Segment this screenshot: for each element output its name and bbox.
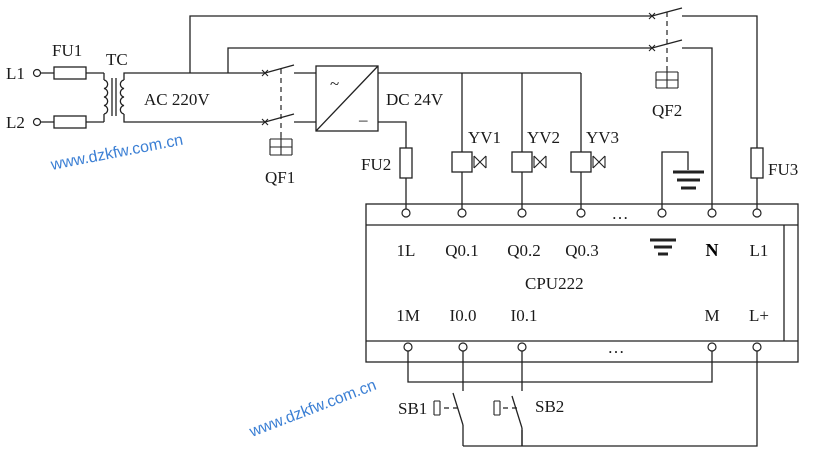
valve-yv2 — [511, 73, 547, 209]
fuse-fu1-b — [53, 115, 87, 129]
plc-model-label: CPU222 — [525, 274, 584, 293]
plc-bottom-terminals — [403, 342, 762, 352]
fuse-fu1-a — [53, 66, 87, 80]
label-ac-220v: AC 220V — [144, 90, 210, 109]
terminal-label-q0-2: Q0.2 — [507, 241, 541, 260]
label-yv3: YV3 — [586, 128, 619, 147]
label-qf2: QF2 — [652, 101, 682, 120]
bus-wire-upper — [189, 15, 652, 73]
dc-negative-wire — [378, 121, 407, 148]
breaker-qf1 — [261, 64, 316, 156]
label-sb1: SB1 — [398, 399, 427, 418]
fuse-fu3 — [750, 147, 764, 179]
terminal-label-1m: 1M — [396, 306, 420, 325]
valve-yv3 — [570, 73, 606, 209]
terminal-label-m: M — [704, 306, 719, 325]
wire-lplus-common — [463, 351, 758, 447]
wire-1m-to-m — [407, 351, 713, 383]
label-l2: L2 — [6, 113, 25, 132]
terminal-l1 — [32, 68, 42, 78]
label-yv2: YV2 — [527, 128, 560, 147]
terminal-label-l1: L1 — [750, 241, 769, 260]
bus-wire-lower — [227, 47, 652, 73]
label-fu3: FU3 — [768, 160, 798, 179]
pushbutton-sb1 — [433, 351, 464, 446]
terminal-label-n: N — [706, 240, 719, 260]
terminal-l2 — [32, 117, 42, 127]
power-supply-acdc: ~ – — [315, 65, 379, 132]
terminal-label-q0-3: Q0.3 — [565, 241, 599, 260]
plc-cpu222 — [365, 203, 799, 363]
label-fu1: FU1 — [52, 41, 82, 60]
psu-ac-symbol: ~ — [330, 74, 339, 93]
label-qf1: QF1 — [265, 168, 295, 187]
label-tc: TC — [106, 50, 128, 69]
breaker-qf2 — [648, 7, 758, 209]
terminal-label-ellipsis-top: … — [612, 204, 629, 223]
ground-icon — [661, 151, 704, 209]
label-yv1: YV1 — [468, 128, 501, 147]
terminal-label-i0-0: I0.0 — [450, 306, 477, 325]
pushbutton-sb2 — [493, 351, 523, 446]
transformer-tc — [103, 72, 265, 123]
label-sb2: SB2 — [535, 397, 564, 416]
plc-top-terminals — [401, 208, 762, 218]
watermark-top: www.dzkfw.com.cn — [49, 132, 185, 174]
fuse-fu2 — [399, 147, 413, 179]
terminal-label-q0-1: Q0.1 — [445, 241, 479, 260]
psu-dc-symbol: – — [358, 110, 368, 129]
label-fu2: FU2 — [361, 155, 391, 174]
terminal-label-1l: 1L — [397, 241, 416, 260]
label-l1: L1 — [6, 64, 25, 83]
terminal-label-i0-1: I0.1 — [511, 306, 538, 325]
terminal-label-l-plus: L+ — [749, 306, 769, 325]
valve-yv1 — [451, 73, 487, 209]
terminal-ground-icon — [650, 238, 676, 256]
terminal-label-ellipsis-bottom: … — [608, 338, 625, 357]
watermark-bottom: www.dzkfw.com.cn — [246, 377, 378, 441]
input-wires — [41, 72, 104, 123]
label-dc-24v: DC 24V — [386, 90, 444, 109]
